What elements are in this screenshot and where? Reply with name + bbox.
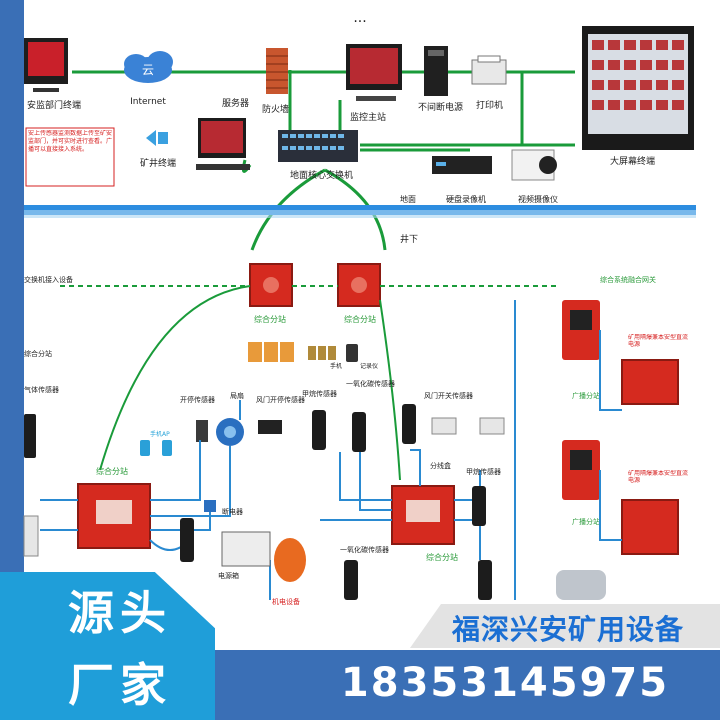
device-gap-box (221, 531, 271, 567)
underground-label: 井下 (400, 233, 418, 245)
power-label-1: 矿用隔爆兼本安型直流电源 (628, 334, 688, 348)
printer-label: 打印机 (476, 99, 503, 111)
mine-terminal-icon (146, 130, 168, 146)
co-sensor-2 (344, 560, 358, 600)
left-device-label-1: 交换机接入设备 (24, 275, 73, 284)
printer-icon (471, 55, 507, 85)
server-label: 服务器 (222, 97, 249, 109)
note-text-wrap: 安上传感器监测数据上传至矿安监部门，并可实时进行查看。广播可以直接接入系统。 (28, 130, 112, 153)
note-box (25, 127, 115, 187)
speed-sensor (478, 560, 492, 600)
surface-label: 地面 (400, 194, 416, 204)
banner-line-1: 源头 (68, 586, 172, 640)
monitor-host-label: 监控主站 (350, 111, 386, 123)
nvr-icon (432, 156, 492, 174)
sensor-temp-label: 开停传感器 (180, 395, 215, 404)
card-readers (248, 342, 294, 362)
ring-solid-lines (99, 285, 401, 481)
left-terminal-monitor (24, 38, 68, 92)
power-label-2: 矿用隔爆兼本安型直流电源 (628, 470, 688, 484)
power-label-2-wrap: 矿用隔爆兼本安型直流电源 (628, 470, 688, 484)
nvr-label: 硬盘录像机 (446, 194, 486, 204)
valve-open-label: 风门开关传感器 (424, 391, 473, 400)
temp-sensor-icon (196, 420, 208, 442)
internet-label: Internet (130, 97, 166, 107)
note-text: 安上传感器监测数据上传至矿安监部门，并可实时进行查看。广播可以直接接入系统。 (28, 130, 112, 153)
firewall-label: 防火墙 (262, 103, 289, 115)
gas-sensor-3 (472, 486, 486, 526)
power-unit-label: 机电设备 (272, 597, 300, 606)
substation-label-4: 综合分站 (426, 552, 458, 562)
banner-line-2: 厂家 (68, 658, 172, 712)
broadcast-label-1: 广播分站 (572, 391, 600, 400)
co-2-label: 一氧化碳传感器 (340, 545, 389, 554)
breaker-icon (204, 500, 216, 512)
wind-valve-label: 风门开停传感器 (256, 395, 305, 404)
breaker-label: 断电器 (222, 507, 243, 516)
diagram-title: ... (353, 10, 366, 26)
gas-3-label: 甲烷传感器 (466, 467, 501, 476)
substation-box-1 (249, 263, 293, 307)
company-name: 福深兴安矿用设备 (452, 613, 685, 646)
flow-meter (556, 570, 606, 600)
power-box-1 (621, 359, 679, 405)
substation-box-4 (391, 485, 455, 545)
camera-label: 视频摄像仪 (518, 194, 558, 204)
big-screen-photo (582, 26, 694, 150)
recorder-icon (346, 344, 358, 362)
monitor-host-icon (346, 44, 402, 101)
gas-sensor-1 (312, 410, 326, 450)
broadcast-phone-1 (562, 300, 600, 360)
power-label-1-wrap: 矿用隔爆兼本安型直流电源 (628, 334, 688, 348)
fusion-gateway-label: 综合系统融合网关 (600, 275, 656, 284)
recorder-label: 记录仪 (360, 362, 378, 370)
ups-label: 不间断电源 (418, 101, 463, 113)
fan-icon (216, 418, 244, 446)
valve-pair (431, 417, 505, 435)
core-switch-icon (278, 130, 358, 162)
firewall-icon (266, 48, 288, 94)
gas-1-label: 甲烷传感器 (302, 389, 337, 398)
left-device-label-2: 综合分站 (24, 349, 52, 358)
left-sensor-box (23, 414, 39, 557)
co-1-label: 一氧化碳传感器 (346, 379, 395, 388)
substation-label-3: 综合分站 (96, 466, 128, 476)
bt-ap-icon (140, 440, 172, 456)
camera-icon (511, 149, 557, 181)
ups-icon (424, 46, 448, 96)
left-device-label-3: 气体传感器 (24, 385, 59, 394)
big-screen-label: 大屏幕终端 (610, 155, 655, 167)
substation-label-2: 综合分站 (344, 314, 376, 324)
valve-sensor (402, 404, 416, 444)
substation-box-2 (337, 263, 381, 307)
broadcast-label-2: 广播分站 (572, 517, 600, 526)
broadcast-phone-2 (562, 440, 600, 500)
surface-band-glow (24, 210, 696, 218)
right-cables (514, 300, 622, 600)
mine-terminal-label: 矿井终端 (140, 157, 176, 169)
server-monitor-icon (196, 118, 250, 170)
co-sensor-1 (352, 412, 366, 452)
device-gap-label: 电源箱 (218, 571, 239, 580)
phone-number[interactable]: 18353145975 (340, 660, 670, 706)
splitter-label: 分线盒 (430, 461, 451, 470)
company-banner: 福深兴安矿用设备 (410, 604, 720, 648)
battery-set (308, 346, 336, 360)
source-factory-banner (0, 572, 215, 720)
wind-valve-icon (258, 420, 282, 434)
bt-label: 手机AP (150, 430, 170, 438)
cloud-label: 云 (142, 63, 154, 77)
core-switch-label: 地面核心交换机 (290, 169, 353, 181)
substation-box-3 (77, 483, 151, 549)
gas-sensor-2 (180, 518, 194, 562)
power-box-2 (621, 499, 679, 555)
left-terminal-label: 安监部门终端 (27, 99, 81, 111)
cloud-icon (124, 51, 173, 83)
substation-label-1: 综合分站 (254, 314, 286, 324)
phone-label: 手机 (330, 362, 342, 370)
fan-label: 局扇 (230, 391, 244, 400)
power-unit-icon (274, 538, 306, 582)
